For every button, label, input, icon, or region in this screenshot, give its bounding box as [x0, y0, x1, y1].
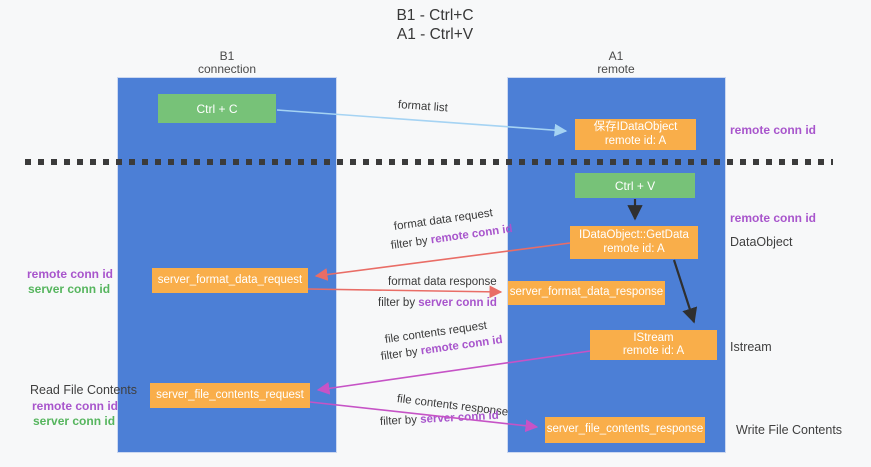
getdata-box: IDataObject::GetData remote id: A — [570, 226, 698, 259]
ctrl-c-box: Ctrl + C — [158, 94, 276, 123]
file-contents-response-filter-label: filter by server conn id — [380, 410, 499, 428]
format-list-arrow-label: format list — [397, 99, 449, 115]
ctrl-v-label: Ctrl + V — [614, 178, 656, 193]
istream-line2: remote id: A — [622, 345, 685, 357]
save-dataobject-box: 保存IDataObject remote id: A — [575, 119, 696, 150]
remote-conn-id-label-top-left: remote conn id — [27, 267, 114, 281]
diagram-title: B1 - Ctrl+C A1 - Ctrl+V — [300, 6, 570, 44]
phase-divider-dashed-line — [25, 159, 833, 165]
a1-column-header: A1 remote — [546, 50, 686, 76]
server-file-contents-request-box: server_file_contents_request — [150, 383, 310, 408]
server-format-data-request-box: server_format_data_request — [152, 268, 308, 293]
write-file-contents-label: Write File Contents — [736, 423, 843, 437]
server-conn-id-key: server conn id — [418, 297, 497, 309]
title-line-2: A1 - Ctrl+V — [396, 26, 474, 43]
filter-by-text: filter by — [378, 297, 419, 309]
b1-name: B1 — [219, 49, 235, 63]
istream-side-label: Istream — [730, 340, 772, 354]
title-line-1: B1 - Ctrl+C — [396, 7, 474, 24]
server-file-contents-response-box: server_file_contents_response — [545, 417, 705, 443]
server-conn-id-key: server conn id — [419, 409, 500, 426]
ctrl-v-box: Ctrl + V — [575, 173, 695, 198]
filter-by-text: filter by — [380, 345, 422, 363]
server-conn-id-label-top-left: server conn id — [28, 282, 111, 296]
getdata-line1: IDataObject::GetData — [579, 229, 689, 241]
server-file-contents-response-label: server_file_contents_response — [546, 423, 704, 436]
save-dataobject-line2: remote id: A — [604, 134, 667, 147]
read-file-contents-label: Read File Contents — [30, 383, 138, 397]
server-format-data-response-box: server_format_data_response — [508, 281, 665, 305]
save-dataobject-line1: 保存IDataObject — [593, 121, 678, 133]
server-file-contents-request-label: server_file_contents_request — [156, 388, 304, 401]
a1-role: remote — [597, 62, 635, 76]
remote-conn-id-label-mid-right: remote conn id — [730, 211, 817, 225]
a1-name: A1 — [608, 49, 624, 63]
istream-box: IStream remote id: A — [590, 330, 717, 360]
remote-conn-id-label-bottom-left: remote conn id — [32, 399, 119, 413]
remote-conn-id-key: remote conn id — [430, 222, 514, 247]
istream-line1: IStream — [633, 331, 674, 344]
b1-role: connection — [197, 62, 257, 76]
server-format-data-response-label: server_format_data_response — [509, 286, 664, 299]
b1-column-header: B1 connection — [157, 50, 297, 76]
server-conn-id-label-bottom-left: server conn id — [33, 414, 116, 428]
dataobject-label: DataObject — [730, 235, 793, 249]
filter-by-text: filter by — [379, 413, 421, 428]
filter-by-text: filter by — [390, 234, 432, 252]
getdata-line2: remote id: A — [603, 242, 665, 255]
ctrl-c-label: Ctrl + C — [196, 101, 238, 116]
format-data-response-arrow — [307, 285, 503, 299]
format-data-response-filter-label: filter by server conn id — [378, 297, 497, 309]
server-format-data-request-label: server_format_data_request — [157, 273, 303, 286]
remote-conn-id-label-top-right: remote conn id — [730, 123, 817, 137]
format-data-response-label: format data response — [388, 276, 497, 288]
